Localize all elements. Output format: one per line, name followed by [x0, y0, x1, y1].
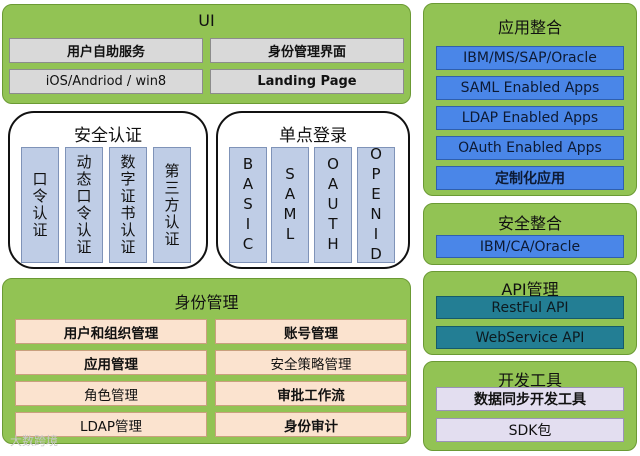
auth-dynamic-password-label: 动态口令认证 — [74, 154, 93, 256]
identity-item-account: 账号管理 — [215, 319, 407, 344]
auth-digital-cert: 数字证书认证 — [109, 147, 147, 263]
security-integration-title: 安全整合 — [497, 214, 562, 233]
ui-item-self-service: 用户自助服务 — [9, 38, 203, 63]
auth-third-party-label: 第三方认证 — [162, 162, 181, 248]
identity-item-security-policy: 安全策略管理 — [215, 350, 407, 375]
sso-openid-label: OPENID — [367, 145, 385, 265]
app-item-saml: SAML Enabled Apps — [436, 76, 624, 100]
sso-basic: BASIC — [229, 147, 267, 263]
identity-item-app: 应用管理 — [15, 350, 207, 375]
ui-item-platforms: iOS/Andriod / win8 — [9, 69, 203, 94]
ui-item-identity-interface: 身份管理界面 — [210, 38, 404, 63]
auth-password: 口令认证 — [21, 147, 59, 263]
auth-third-party: 第三方认证 — [153, 147, 191, 263]
dev-item-data-sync: 数据同步开发工具 — [436, 387, 624, 411]
security-item-vendors: IBM/CA/Oracle — [436, 235, 624, 258]
sso-panel: 单点登录 BASIC SAML OAUTH OPENID — [216, 111, 410, 269]
ui-item-landing-page: Landing Page — [210, 69, 404, 94]
security-auth-title: 安全认证 — [74, 126, 142, 146]
sso-oauth: OAUTH — [314, 147, 352, 263]
identity-item-ldap: LDAP管理 — [15, 412, 207, 437]
ui-panel: UI 用户自助服务 身份管理界面 iOS/Andriod / win8 Land… — [2, 4, 411, 104]
watermark-text: 大数跨境 — [10, 434, 59, 448]
security-integration-panel: 安全整合 IBM/CA/Oracle — [423, 203, 637, 265]
sso-oauth-label: OAUTH — [324, 155, 342, 255]
dev-tools-title: 开发工具 — [497, 371, 562, 390]
app-integration-title: 应用整合 — [497, 18, 562, 37]
dev-tools-panel: 开发工具 数据同步开发工具 SDK包 — [423, 361, 637, 451]
api-mgmt-title: API管理 — [501, 280, 559, 299]
ui-panel-title: UI — [198, 11, 215, 30]
sso-saml: SAML — [271, 147, 309, 263]
identity-item-user-org: 用户和组织管理 — [15, 319, 207, 344]
api-item-webservice: WebService API — [436, 326, 624, 349]
identity-item-audit: 身份审计 — [215, 412, 407, 437]
sso-basic-label: BASIC — [239, 155, 257, 255]
identity-mgmt-panel: 身份管理 用户和组织管理 账号管理 应用管理 安全策略管理 角色管理 审批工作流… — [2, 278, 411, 444]
identity-mgmt-title: 身份管理 — [174, 293, 239, 312]
auth-digital-cert-label: 数字证书认证 — [118, 154, 137, 256]
sso-saml-label: SAML — [281, 165, 299, 245]
app-item-oauth: OAuth Enabled Apps — [436, 136, 624, 160]
app-item-custom: 定制化应用 — [436, 166, 624, 190]
identity-item-role: 角色管理 — [15, 381, 207, 406]
sso-title: 单点登录 — [279, 126, 347, 146]
identity-item-approval-workflow: 审批工作流 — [215, 381, 407, 406]
security-auth-panel: 安全认证 口令认证 动态口令认证 数字证书认证 第三方认证 — [8, 111, 208, 269]
api-item-restful: RestFul API — [436, 296, 624, 319]
app-item-ldap: LDAP Enabled Apps — [436, 106, 624, 130]
auth-password-label: 口令认证 — [30, 171, 49, 239]
auth-dynamic-password: 动态口令认证 — [65, 147, 103, 263]
app-integration-panel: 应用整合 IBM/MS/SAP/Oracle SAML Enabled Apps… — [423, 3, 637, 196]
sso-openid: OPENID — [357, 145, 395, 265]
dev-item-sdk: SDK包 — [436, 418, 624, 442]
api-mgmt-panel: API管理 RestFul API WebService API — [423, 271, 637, 355]
app-item-vendors: IBM/MS/SAP/Oracle — [436, 46, 624, 70]
